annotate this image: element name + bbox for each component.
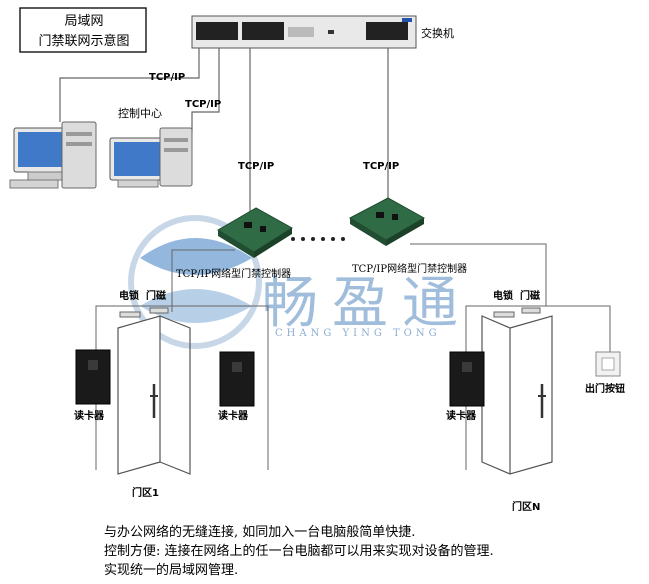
- exit-button: [595, 351, 621, 377]
- computer-1: [9, 121, 97, 189]
- computer-2: [109, 127, 193, 188]
- title-line1: 局域网: [64, 14, 103, 29]
- protocol-label-3: TCP/IP: [238, 161, 274, 172]
- card-reader-label-n: 读卡器: [446, 409, 477, 422]
- card-reader-label-1a: 读卡器: [74, 409, 105, 422]
- exit-button-label: 出门按钮: [585, 382, 625, 395]
- card-reader-n: [449, 351, 485, 407]
- caption-line-1: 与办公网络的无缝连接, 如同加入一台电脑般简单快捷.: [104, 525, 416, 540]
- electric-lock-label-1: 电锁: [119, 289, 139, 302]
- protocol-label-4: TCP/IP: [363, 161, 399, 172]
- door-magnet-label-1: 门磁: [146, 289, 166, 302]
- door-n: [481, 307, 553, 475]
- control-center-label: 控制中心: [118, 106, 162, 120]
- controller-label-2: TCP/IP网络型门禁控制器: [352, 262, 467, 275]
- door-label-n: 门区N: [512, 500, 540, 513]
- door-label-1: 门区1: [132, 486, 159, 499]
- card-reader-label-1b: 读卡器: [218, 409, 249, 422]
- watermark-brand: 畅盈通: [262, 271, 472, 336]
- watermark-pinyin: CHANG YING TONG: [275, 328, 441, 339]
- card-reader-1b: [219, 351, 255, 407]
- caption-line-2: 控制方便: 连接在网络上的任一台电脑都可以用来实现对设备的管理.: [104, 544, 494, 559]
- title-line2: 门禁联网示意图: [38, 33, 129, 49]
- caption-line-3: 实现统一的局域网管理.: [104, 563, 239, 578]
- controller-board-2: [348, 197, 426, 246]
- electric-lock-label-n: 电锁: [493, 289, 513, 302]
- card-reader-1a: [75, 349, 111, 405]
- protocol-label-2: TCP/IP: [185, 99, 221, 110]
- switch-label: 交换机: [421, 26, 454, 40]
- door-wiring: [95, 243, 611, 470]
- door-1: [117, 307, 191, 475]
- controller-board-1: [217, 207, 293, 258]
- network-switch: [191, 15, 417, 49]
- title-box: 局域网 门禁联网示意图: [19, 7, 147, 53]
- protocol-label-1: TCP/IP: [149, 72, 185, 83]
- board-link-dots: [291, 237, 345, 241]
- network-cables: [59, 48, 389, 212]
- door-magnet-label-n: 门磁: [520, 289, 540, 302]
- controller-label-1: TCP/IP网络型门禁控制器: [176, 267, 291, 280]
